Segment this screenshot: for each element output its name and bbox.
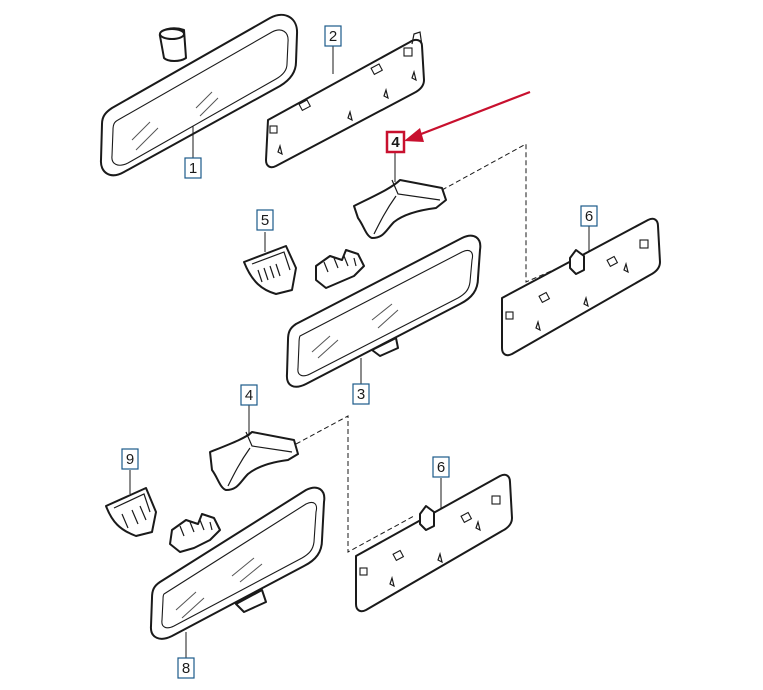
- mirror-part-1: [99, 13, 299, 177]
- callout-2-text: 2: [329, 28, 337, 45]
- callout-5-text: 5: [261, 212, 269, 229]
- callout-3-text: 3: [357, 386, 365, 403]
- bracket-part-4-lower: [209, 431, 299, 491]
- callout-9: 9: [121, 448, 139, 470]
- callout-1-text: 1: [189, 160, 197, 177]
- callout-9-text: 9: [126, 451, 134, 468]
- leader-lines: [129, 46, 590, 658]
- callout-6-lower-text: 6: [437, 459, 445, 476]
- callout-6-upper-text: 6: [585, 208, 593, 225]
- callout-6-lower: 6: [432, 456, 450, 478]
- cap-part-5: [243, 245, 297, 295]
- mirror-part-3: [285, 234, 482, 388]
- cover-part-2: [265, 31, 425, 169]
- highlight-arrow: [404, 90, 531, 142]
- callout-4-highlight-text: 4: [391, 134, 400, 151]
- callout-3: 3: [352, 383, 370, 405]
- callout-2: 2: [324, 25, 342, 47]
- callout-4-lower: 4: [240, 384, 258, 406]
- callout-4-lower-text: 4: [245, 387, 253, 404]
- callout-1: 1: [184, 157, 202, 179]
- cover-part-6-lower: [355, 473, 513, 613]
- callout-6-upper: 6: [580, 205, 598, 227]
- callout-5: 5: [256, 209, 274, 231]
- assembly-dashed-lines: [295, 143, 559, 553]
- callout-4-highlight: 4: [385, 130, 406, 154]
- cover-part-6-upper: [501, 217, 661, 357]
- cap-part-9: [105, 487, 157, 537]
- callout-8-text: 8: [182, 660, 190, 677]
- bracket-part-4-upper: [353, 179, 447, 239]
- mirror-part-8: [149, 486, 326, 640]
- callout-8: 8: [177, 657, 195, 679]
